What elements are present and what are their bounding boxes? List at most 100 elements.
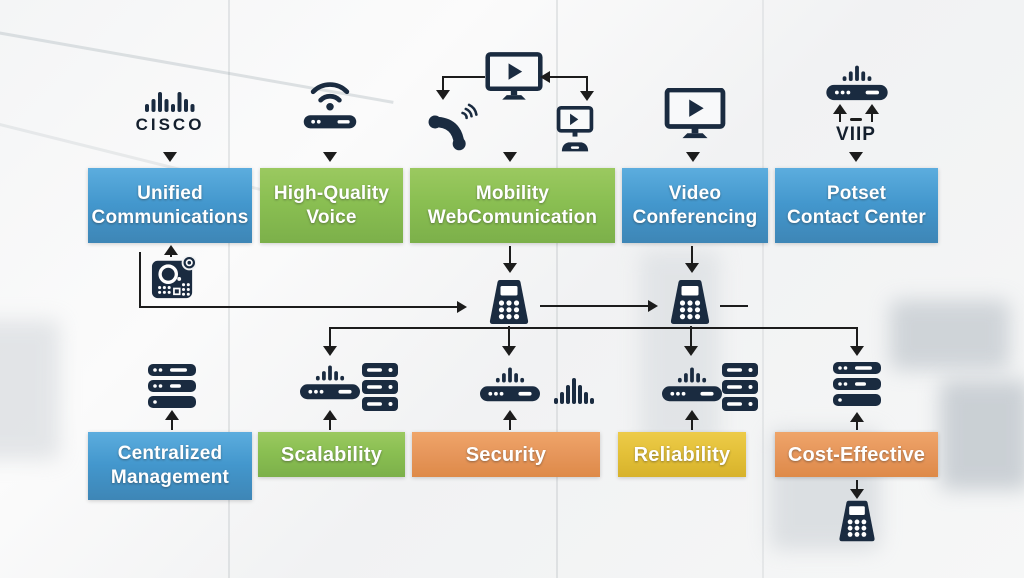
wifi-router-icon <box>300 72 360 134</box>
connector-bus-drop-scalability <box>329 327 331 348</box>
box-label-line: Reliability <box>633 443 731 466</box>
arrowhead-to-security-icon <box>502 346 516 356</box>
box-cost-effective: Cost-Effective <box>775 432 938 477</box>
box-reliability: Reliability <box>618 432 746 477</box>
box-label-line: Security <box>465 443 547 466</box>
arrowhead-to-reliability-icon <box>684 346 698 356</box>
connector-scalability-up <box>329 418 331 430</box>
cisco-logo-icon <box>138 88 202 114</box>
dial-pad-device-icon <box>150 256 196 300</box>
background-furniture <box>0 320 60 460</box>
box-label-line: Potset <box>826 182 887 204</box>
box-unified-communications: Unified Communications <box>88 168 252 243</box>
connector-bus-drop-cost <box>856 327 858 348</box>
connector-distribution-bus <box>330 327 858 329</box>
video-monitor-icon <box>664 88 726 140</box>
arrowhead-into-video <box>686 152 700 162</box>
arrowhead-cost-down <box>850 489 864 499</box>
arrowhead-centralized-up <box>165 410 179 420</box>
connector-desktop-to-monitor <box>586 76 588 93</box>
arrowhead-to-handset <box>436 90 450 100</box>
box-label-line: Cost-Effective <box>787 443 926 466</box>
connector-mobility-drop <box>509 246 511 266</box>
background-furniture <box>890 300 1010 370</box>
router-signal-icon <box>480 360 540 405</box>
connector-bus-drop-security <box>508 326 510 348</box>
box-label-line: WebComunication <box>427 206 598 228</box>
arrowhead-to-scalability-icon <box>323 346 337 356</box>
connector-centralized-up <box>171 418 173 430</box>
arrowhead-into-contact <box>849 152 863 162</box>
arrowhead-scalability-up <box>323 410 337 420</box>
arrowhead-mobility-to-phone1 <box>503 263 517 273</box>
box-label-line: Communications <box>91 206 249 228</box>
box-label-line: Scalability <box>280 443 383 466</box>
phone-handset-icon <box>426 98 478 154</box>
box-label-line: Video <box>668 182 722 204</box>
arrowhead-voip-up-right <box>865 104 879 114</box>
box-label-line: Management <box>110 467 230 488</box>
server-stack-icon <box>833 362 881 406</box>
voip-device-label: VIIP <box>836 124 876 145</box>
connector-video-drop <box>691 246 693 266</box>
connector-reliability-up <box>691 418 693 430</box>
background-furniture <box>940 380 1024 490</box>
server-tower-icon <box>722 363 758 411</box>
box-video-conferencing: Video Conferencing <box>622 168 768 243</box>
connector-security-up <box>509 418 511 430</box>
server-stack-icon <box>148 364 196 408</box>
ip-phone-icon <box>483 277 535 327</box>
connector-voip-up <box>871 112 873 122</box>
connector-phone1-to-phone2 <box>540 305 650 307</box>
voip-router-icon <box>826 58 888 104</box>
connector-unified-elbow <box>139 252 141 308</box>
arrowhead-to-monitor <box>540 71 550 83</box>
connector-voip-up <box>839 112 841 122</box>
arrowhead-into-mobility <box>503 152 517 162</box>
arrowhead-security-up <box>503 410 517 420</box>
voip-dash <box>850 118 862 121</box>
box-label-line: Unified <box>137 182 203 204</box>
box-label-line: Contact Center <box>787 206 926 228</box>
box-security: Security <box>412 432 600 477</box>
box-label-line: High-Quality <box>273 182 390 204</box>
desktop-play-icon <box>552 102 598 158</box>
arrowhead-into-phone1 <box>457 301 467 313</box>
background-glass-line <box>762 0 764 578</box>
arrowhead-into-phone2 <box>648 300 658 312</box>
connector-monitor-to-handset <box>442 76 444 92</box>
cisco-logo-text: CISCO <box>135 115 205 134</box>
arrowhead-into-voice <box>323 152 337 162</box>
connector-cost-down <box>856 480 858 491</box>
box-label-line: Voice <box>306 206 357 228</box>
connector-phone2-stub <box>720 305 748 307</box>
arrowhead-cost-up <box>850 412 864 422</box>
arrowhead-into-unified-bottom <box>164 245 178 255</box>
box-label-line: Centralized <box>117 443 223 464</box>
monitor-play-icon <box>485 52 543 102</box>
connector-cost-up <box>856 420 858 430</box>
connector-bus-drop-reliability <box>690 326 692 348</box>
signal-bars-icon <box>553 372 597 408</box>
connector-unified-to-phone1 <box>139 306 459 308</box>
connector-desktop-to-monitor <box>548 76 588 78</box>
arrowhead-video-to-phone2 <box>685 263 699 273</box>
router-signal-icon <box>662 360 722 405</box>
connector-monitor-to-handset <box>442 76 485 78</box>
background-glass-line <box>556 0 558 578</box>
arrowhead-reliability-up <box>685 410 699 420</box>
arrowhead-into-unified <box>163 152 177 162</box>
ip-phone-icon <box>664 277 716 327</box>
calculator-phone-icon <box>832 498 882 544</box>
arrowhead-to-desktop <box>580 91 594 101</box>
router-signal-icon <box>300 358 360 403</box>
box-centralized-management: Centralized Management <box>88 432 252 500</box>
arrowhead-to-cost-icon <box>850 346 864 356</box>
server-tower-icon <box>362 363 398 411</box>
box-potset-contact-center: Potset Contact Center <box>775 168 938 243</box>
box-scalability: Scalability <box>258 432 405 477</box>
box-label-line: Conferencing <box>632 206 758 228</box>
arrowhead-voip-up-left <box>833 104 847 114</box>
box-label-line: Mobility <box>475 182 550 204</box>
